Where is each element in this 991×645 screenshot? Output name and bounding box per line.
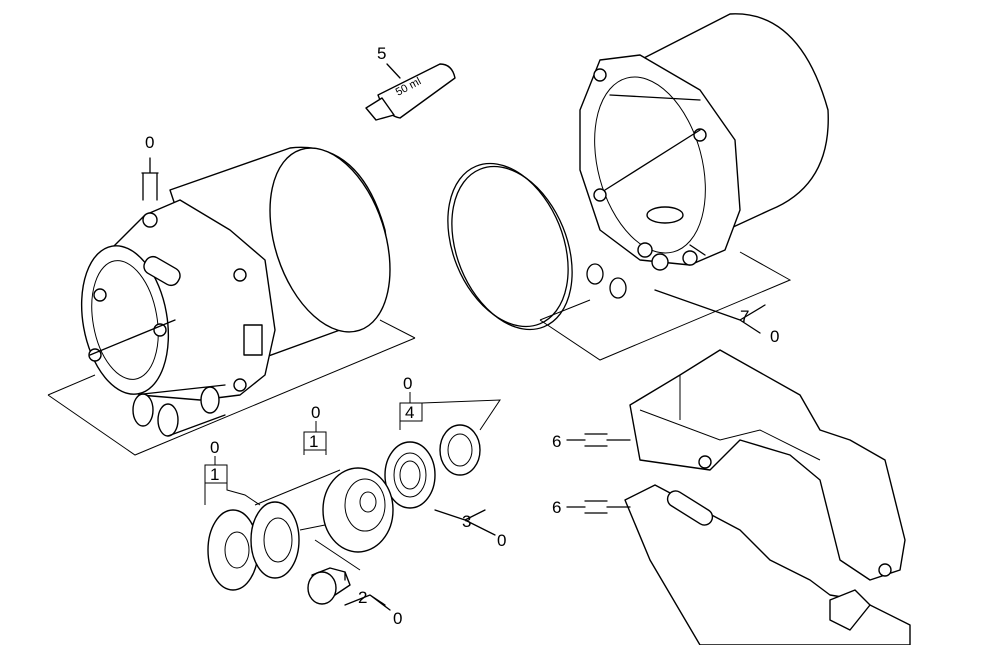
callout-0-motor-label: 0 <box>145 133 154 152</box>
callout-4-label: 4 <box>405 403 414 422</box>
callout-7: 7 0 <box>654 289 779 346</box>
callout-2-label: 2 <box>358 588 367 607</box>
bearing-cup: 0 1 <box>303 403 394 553</box>
o-ring-large <box>447 162 573 331</box>
callout-3-sub-label: 0 <box>497 531 506 550</box>
callout-3-label: 3 <box>462 512 471 531</box>
grease-tube: 5 50 ml <box>365 44 456 121</box>
clamp-bracket-upper <box>629 349 906 581</box>
callout-6-top-label: 6 <box>552 432 561 451</box>
ball-bearing: 3 0 <box>384 441 506 550</box>
callout-7-label: 7 <box>740 307 749 326</box>
motor-housing-right <box>579 13 829 271</box>
callout-6-bottom-label: 6 <box>552 498 561 517</box>
o-rings-small <box>586 263 627 299</box>
callout-0-bearing-label: 0 <box>210 438 219 457</box>
motor-housing-left <box>80 146 391 437</box>
callout-1-bearing-label: 1 <box>210 465 219 484</box>
callout-5-label: 5 <box>377 44 386 63</box>
washer-and-needle-bearing: 0 1 <box>204 438 300 591</box>
callout-7-sub-label: 0 <box>770 327 779 346</box>
callout-0-cup-label: 0 <box>311 403 320 422</box>
screw: 2 0 <box>307 567 402 628</box>
mounting-plane-right <box>539 251 792 361</box>
callout-6-bottom: 6 <box>552 498 631 517</box>
clamp-bracket-lower <box>624 484 911 645</box>
mounting-plane-left <box>47 319 416 456</box>
callout-6-top: 6 <box>552 432 631 451</box>
callout-0-seal-label: 0 <box>403 374 412 393</box>
callout-2-sub-label: 0 <box>393 609 402 628</box>
assembly-lines-center <box>254 469 361 571</box>
callout-1-cup-label: 1 <box>309 432 318 451</box>
callout-motor-housing: 0 <box>141 133 159 201</box>
seal-ring: 0 4 <box>399 374 501 476</box>
